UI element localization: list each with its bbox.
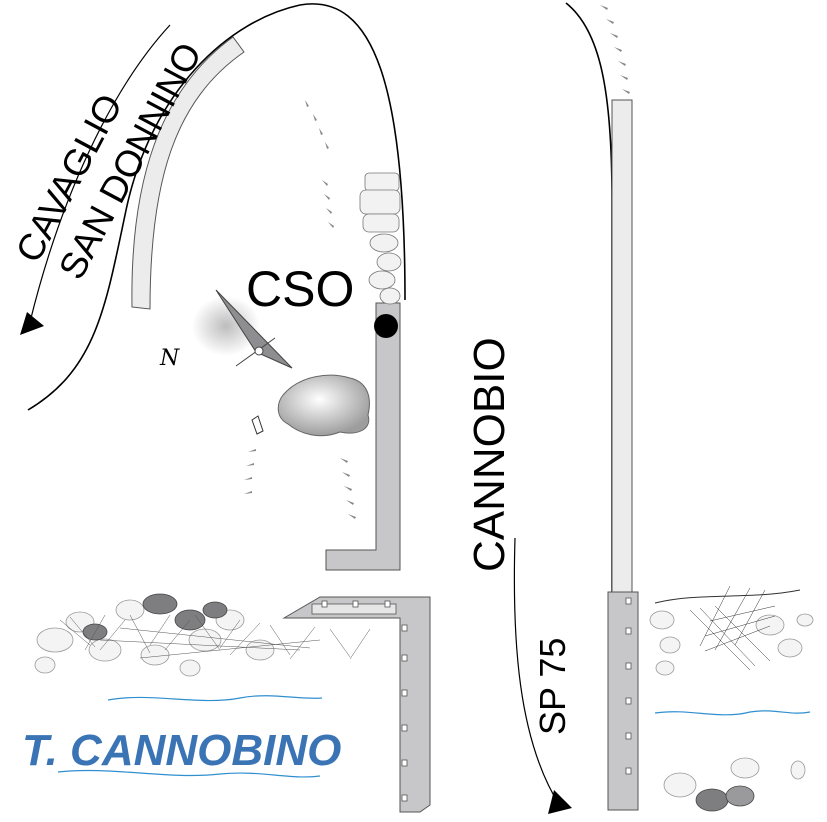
right-wall — [607, 591, 639, 811]
cavaglio-direction-arrow — [29, 24, 171, 323]
right-road-curve — [565, 2, 613, 595]
riverbed-rocks-lower-right — [663, 757, 806, 812]
riverbank-wall — [282, 596, 431, 813]
station-label: CSO — [246, 261, 354, 317]
rock-outcrop — [277, 374, 370, 437]
riverbed-scrub-right — [689, 585, 776, 671]
left-road-curve — [27, 3, 406, 411]
river-label: T. CANNOBINO — [22, 726, 341, 775]
north-label: N — [159, 346, 180, 371]
road-label: SP 75 — [532, 638, 573, 735]
right-wall-posts — [625, 597, 632, 775]
stream-right — [654, 710, 811, 716]
small-marker — [251, 415, 264, 435]
right-corridor — [611, 99, 633, 593]
riverbed-scrub-left — [59, 614, 371, 660]
riverbed-rocks-left — [34, 599, 275, 677]
boulder-stack — [359, 172, 402, 305]
station-wall — [325, 302, 401, 571]
cavaglio-arrow-head — [20, 312, 44, 335]
station-marker-icon — [374, 314, 398, 338]
riverbed-rocks-right — [649, 610, 814, 676]
stream-left-lower — [57, 769, 321, 778]
curved-wall-left — [131, 36, 245, 310]
right-bank-line — [654, 589, 801, 604]
sp75-road-line — [513, 537, 561, 807]
stream-left-upper — [107, 695, 323, 702]
slope-hachures — [244, 5, 630, 519]
wall-posts — [321, 600, 408, 802]
sp75-arrow-head — [548, 790, 572, 814]
cannobio-label: CANNOBIO — [465, 337, 514, 572]
north-arrow-icon: N — [159, 289, 293, 371]
